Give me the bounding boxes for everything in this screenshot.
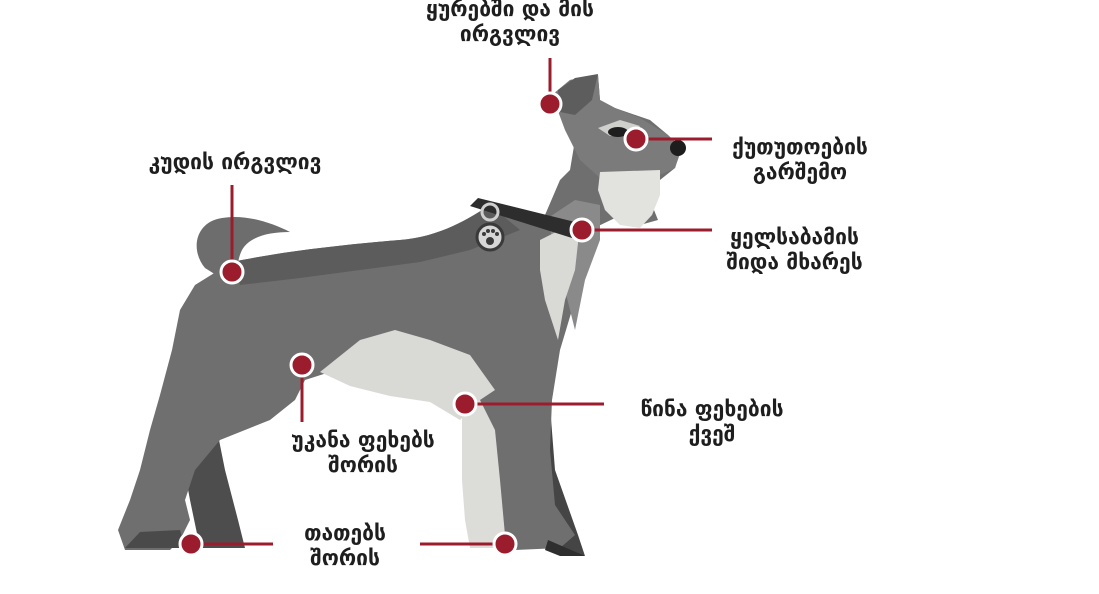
- label-tail: კუდის ირგვლივ: [140, 150, 330, 175]
- label-eyes-line-1: ქუთუთოების: [720, 135, 880, 160]
- label-neck-line-2: შიდა მხარეს: [712, 250, 877, 275]
- label-hind-legs-line-2: შორის: [273, 453, 453, 478]
- label-hind-legs-line-1: უკანა ფეხებს: [273, 428, 453, 453]
- label-toes-line-1: თათებს: [280, 521, 410, 546]
- label-front-legs-line-2: ქვეშ: [627, 422, 797, 447]
- label-eyes: ქუთუთოების გარშემო: [720, 135, 880, 185]
- label-neck-line-1: ყელსაბამის: [712, 225, 877, 250]
- marker-dot-ears: [539, 93, 561, 115]
- marker-dot-hind-legs: [291, 354, 313, 376]
- label-front-legs: წინა ფეხების ქვეშ: [627, 397, 797, 447]
- label-ears-line-2: ირგვლივ: [420, 22, 600, 47]
- label-neck: ყელსაბამის შიდა მხარეს: [712, 225, 877, 275]
- label-ears-line-1: ყურებში და მის: [420, 0, 600, 22]
- label-ears: ყურებში და მის ირგვლივ: [420, 0, 600, 47]
- marker-dot-neck: [571, 219, 593, 241]
- marker-dot-eyes: [625, 128, 647, 150]
- dog-nose: [670, 140, 686, 156]
- label-front-legs-line-1: წინა ფეხების: [627, 397, 797, 422]
- label-tail-line-1: კუდის ირგვლივ: [140, 150, 330, 175]
- label-eyes-line-2: გარშემო: [720, 160, 880, 185]
- marker-dot-front-legs: [454, 393, 476, 415]
- marker-dot-front-toes: [494, 533, 516, 555]
- marker-dot-hind-toes: [180, 533, 202, 555]
- label-hind-legs: უკანა ფეხებს შორის: [273, 428, 453, 478]
- label-toes-line-2: შორის: [280, 546, 410, 571]
- marker-dot-tail: [221, 261, 243, 283]
- label-toes: თათებს შორის: [280, 521, 410, 571]
